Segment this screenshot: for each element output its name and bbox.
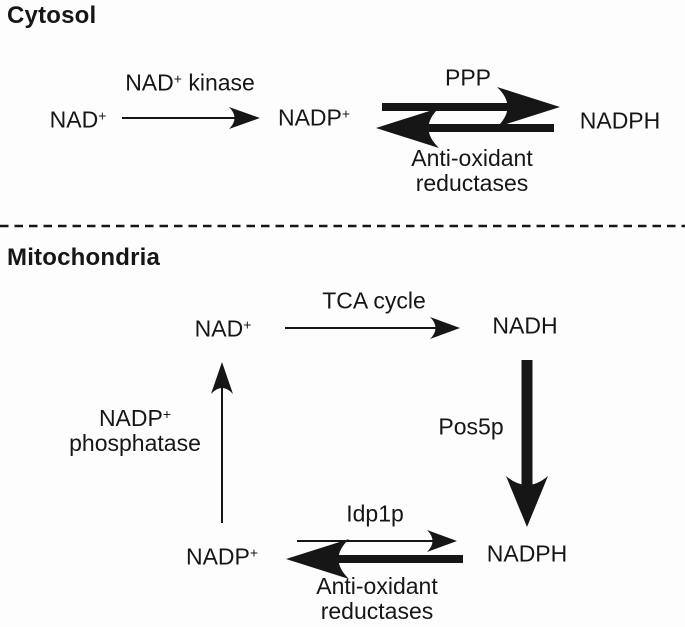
superscript-plus: + (98, 107, 107, 124)
arrow-antioxidant-mito-head (286, 539, 349, 579)
superscript-plus: + (341, 105, 351, 122)
nadp-phosphatase-label-line1: NADP+ (69, 402, 201, 431)
molecule-nadp-cytosol: NADP+ (278, 102, 350, 131)
arrow-pos5p-head (506, 476, 548, 527)
arrow-antioxidant-cytosol-shaft (428, 124, 554, 132)
molecule-nadph-cytosol: NADPH (579, 107, 661, 134)
tca-cycle-label: TCA cycle (322, 287, 426, 314)
nad-kinase-label-post: kinase (181, 69, 255, 96)
cytosol-heading: Cytosol (7, 2, 97, 29)
antioxidant-label-line2: reductases (320, 598, 434, 624)
molecule-nadp-mito: NADP+ (186, 541, 258, 570)
arrow-ppp-shaft (382, 103, 515, 111)
arrow-antioxidant-mito-shaft (338, 555, 463, 563)
molecule-nad-mito-base: NAD (194, 315, 244, 342)
molecule-nad-cytosol-base: NAD (49, 106, 99, 133)
nadp-phosphatase-label-line2: phosphatase (69, 430, 201, 456)
molecule-nad-cytosol: NAD+ (50, 104, 107, 133)
arrow-phosphatase-head (211, 362, 233, 394)
antioxidant-label-line2: reductases (415, 170, 529, 196)
nad-kinase-label-pre: NAD (125, 69, 174, 96)
nad-kinase-label: NAD+ kinase (125, 67, 255, 96)
superscript-plus: + (249, 544, 259, 561)
antioxidant-label-line1: Anti-oxidant (316, 573, 438, 599)
arrow-antioxidant-cytosol-head (376, 108, 439, 148)
molecule-nadp-cytosol-base: NADP (277, 104, 342, 131)
superscript-plus: + (162, 406, 172, 422)
molecule-nad-mito: NAD+ (195, 313, 252, 342)
antioxidant-label-line1: Anti-oxidant (411, 145, 533, 171)
arrow-ppp-head (497, 87, 560, 127)
arrow-idp1p-head (427, 530, 457, 552)
molecule-nadh-mito: NADH (492, 312, 558, 339)
arrow-tca-head (430, 317, 460, 339)
ppp-label: PPP (444, 64, 492, 91)
arrow-pos5p-shaft (521, 360, 533, 485)
molecule-nadph-mito: NADPH (486, 540, 568, 567)
superscript-plus: + (173, 70, 182, 87)
pos5p-label: Pos5p (438, 413, 504, 440)
mitochondria-heading: Mitochondria (7, 244, 161, 271)
arrow-nad-kinase-head (229, 107, 260, 129)
nadp-phosphatase-pre: NADP (98, 405, 163, 431)
nadp-phosphatase-label: NADP+phosphatase (69, 402, 201, 456)
superscript-plus: + (243, 316, 252, 333)
molecule-nadp-mito-base: NADP (185, 543, 250, 570)
idp1p-label: Idp1p (346, 500, 404, 527)
